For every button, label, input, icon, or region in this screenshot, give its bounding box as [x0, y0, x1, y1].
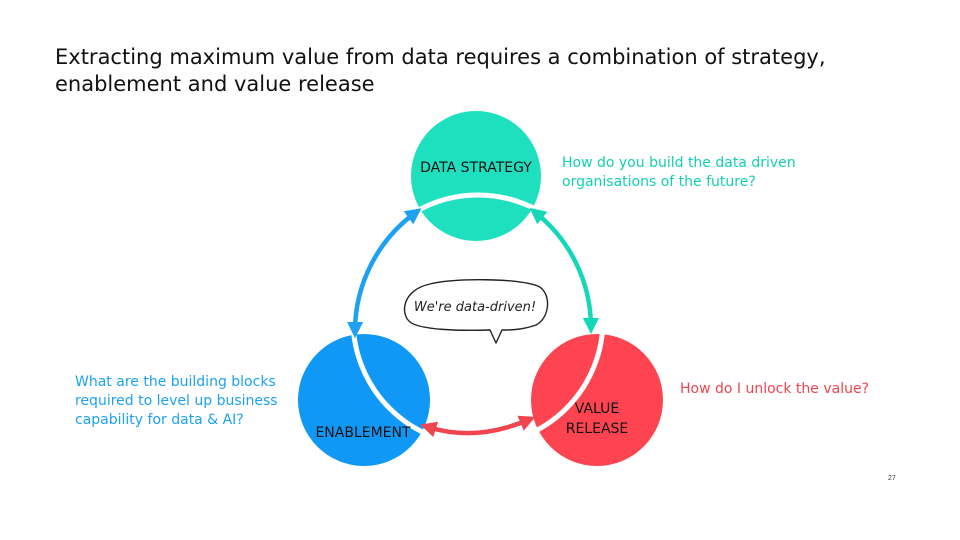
node-enablement-label: ENABLEMENT [315, 425, 411, 441]
page-number: 27 [888, 475, 896, 482]
question-value: How do I unlock the value? [680, 380, 920, 399]
slide-title-line-1: Extracting maximum value from data requi… [55, 45, 826, 69]
slide-title: Extracting maximum value from data requi… [55, 44, 915, 98]
double-headed-arrow-icon [420, 415, 536, 438]
question-strategy: How do you build the data driven organis… [562, 154, 842, 192]
question-enablement-line-3: capability for data & AI? [75, 412, 244, 428]
node-value-circle [531, 334, 663, 466]
node-enablement-circle [298, 334, 430, 466]
slide-title-line-2: enablement and value release [55, 72, 375, 96]
question-strategy-line-2: organisations of the future? [562, 174, 756, 190]
question-enablement: What are the building blocks required to… [75, 373, 305, 430]
question-value-line-1: How do I unlock the value? [680, 381, 870, 397]
node-value-label-line-1: VALUE [575, 401, 619, 417]
question-strategy-line-1: How do you build the data driven [562, 155, 796, 171]
question-enablement-line-1: What are the building blocks [75, 374, 276, 390]
double-headed-arrow-icon [529, 207, 600, 335]
speech-bubble-text: We're data-driven! [414, 300, 536, 315]
question-enablement-line-2: required to level up business [75, 393, 278, 409]
node-strategy-label: DATA STRATEGY [420, 160, 532, 176]
node-value-label-line-2: RELEASE [566, 421, 629, 437]
node-strategy-circle [411, 111, 541, 241]
speech-bubble-icon: We're data-driven! [403, 279, 549, 344]
double-headed-arrow-icon [346, 208, 422, 339]
